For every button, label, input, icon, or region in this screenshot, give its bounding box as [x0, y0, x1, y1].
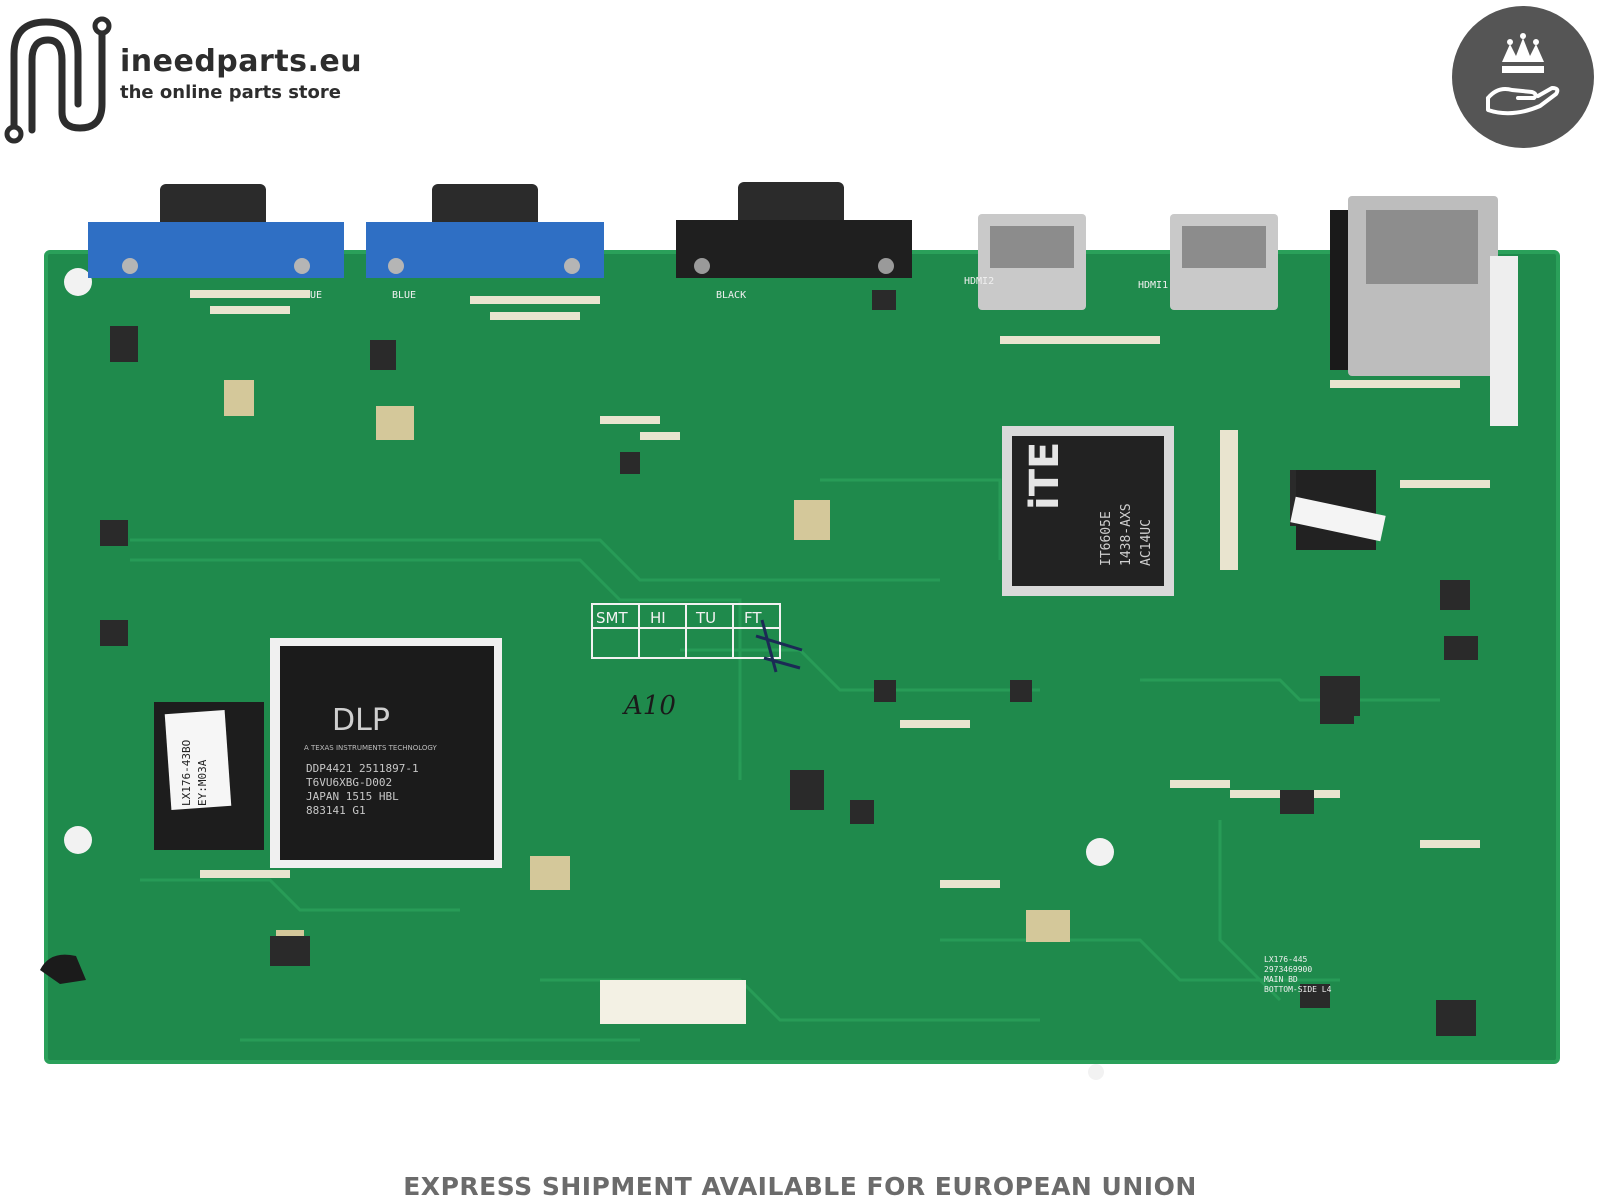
brand-tagline: the online parts store	[120, 82, 341, 103]
ethernet-port	[1330, 196, 1518, 426]
qc-stamp: SMT HI TU FT A10	[591, 603, 803, 721]
ite-line: IT6605E	[1099, 511, 1114, 566]
dlp-chip: DLP A TEXAS INSTRUMENTS TECHNOLOGY DDP44…	[270, 638, 502, 868]
port-label: HDMI1	[1138, 280, 1168, 291]
stamp-cell: SMT	[596, 609, 628, 627]
crown-hand-icon	[1486, 33, 1560, 116]
shipping-banner: EXPRESS SHIPMENT AVAILABLE FOR EUROPEAN …	[403, 1172, 1197, 1201]
port-label: HDMI2	[964, 276, 994, 287]
port-label: BLACK	[716, 290, 746, 301]
mount-hole	[1086, 838, 1114, 866]
ite-logo: iTE	[1022, 442, 1068, 510]
blank-label	[600, 980, 746, 1024]
silkscreen-line: BOTTOM-SIDE L4	[1264, 985, 1332, 994]
store-logo[interactable]: ineedparts.eu the online parts store	[0, 0, 380, 150]
hdmi-port-2	[978, 214, 1086, 310]
mount-hole	[64, 826, 92, 854]
mount-hole	[1088, 1064, 1104, 1080]
stamp-cell: HI	[650, 609, 666, 627]
dlp-line: DDP4421 2511897-1	[306, 762, 419, 775]
dlp-line: T6VU6XBG-D002	[306, 776, 392, 789]
silkscreen-line: 2973469900	[1264, 965, 1312, 974]
circuit-logo-icon	[4, 16, 112, 144]
circuit-board-photo: BLUE BLUE BLACK HDMI2 HDMI1	[40, 180, 1560, 1090]
brand-name: ineedparts.eu	[120, 44, 363, 79]
ite-line: 1438-AXS	[1119, 503, 1134, 566]
side-chip: LX176-43BO EY:M03A	[154, 702, 264, 850]
hdmi-port-1	[1170, 214, 1278, 310]
port-label: BLUE	[392, 290, 416, 301]
silkscreen-line: LX176-445	[1264, 955, 1308, 964]
premium-badge	[1452, 6, 1594, 148]
handwritten-note: A10	[622, 691, 676, 721]
sticker-line: EY:M03A	[196, 759, 209, 806]
dlp-line: JAPAN 1515 HBL	[306, 790, 399, 803]
dlp-subtitle: A TEXAS INSTRUMENTS TECHNOLOGY	[304, 744, 437, 752]
pcb-illustration: BLUE BLUE BLACK HDMI2 HDMI1	[40, 182, 1560, 1080]
dlp-logo: DLP	[332, 703, 390, 738]
ite-line: AC14UC	[1139, 519, 1154, 566]
vga-port-3	[676, 182, 912, 278]
ite-chip: iTE IT6605E 1438-AXS AC14UC	[1002, 426, 1174, 596]
stamp-cell: FT	[744, 609, 762, 627]
port-label: BLUE	[298, 290, 322, 301]
dlp-line: 883141 G1	[306, 804, 366, 817]
vga-port-1	[88, 184, 344, 278]
vga-port-2	[366, 184, 604, 278]
sticker-line: LX176-43BO	[180, 740, 193, 806]
silkscreen-line: MAIN BD	[1264, 975, 1298, 984]
stamp-cell: TU	[695, 609, 716, 627]
mount-hole	[64, 268, 92, 296]
